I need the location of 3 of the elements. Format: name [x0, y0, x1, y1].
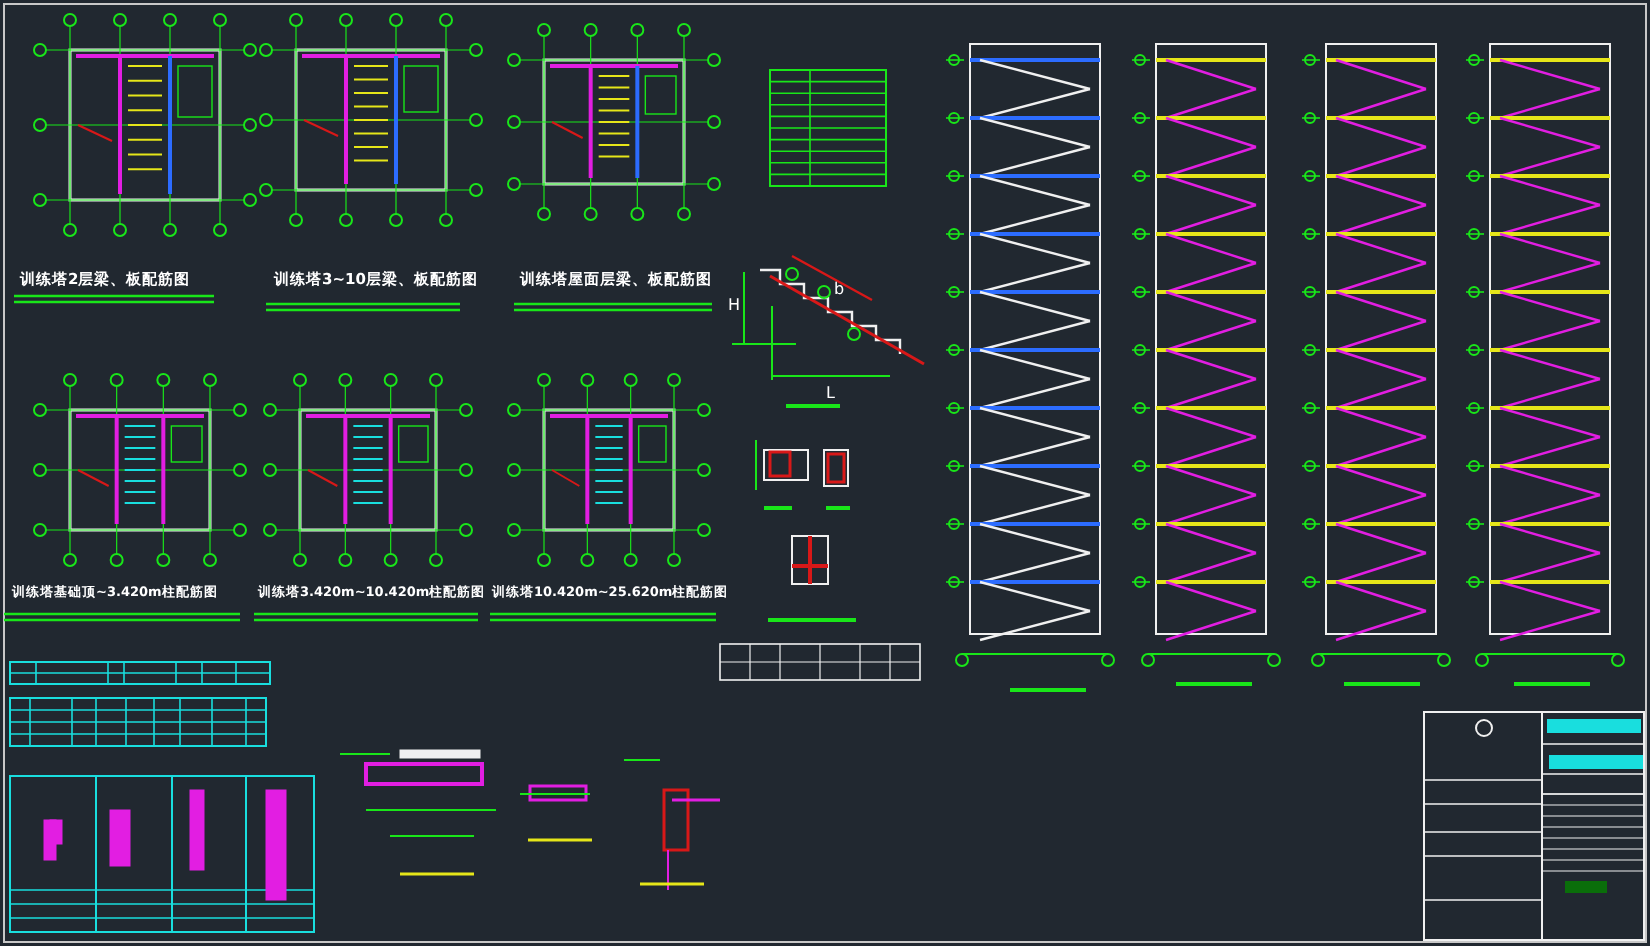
dimension-label: L	[826, 384, 835, 402]
dimension-label: b	[834, 280, 845, 298]
dimension-label: H	[728, 296, 741, 314]
